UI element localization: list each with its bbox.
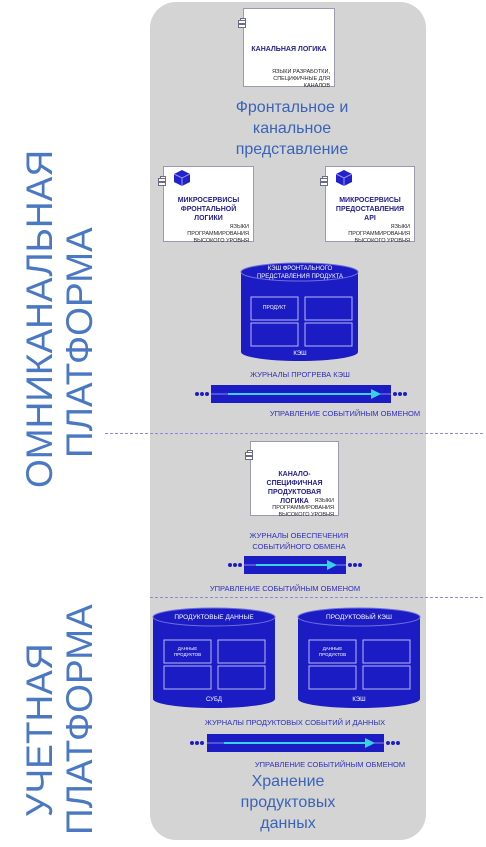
journal-label-1: ЖУРНАЛЫ ПРОГРЕВА КЭШ bbox=[250, 370, 350, 379]
cylinder-footer: СУБД bbox=[206, 697, 222, 703]
cube-icon bbox=[174, 170, 190, 186]
cylinder-title: КЭШ ФРОНТАЛЬНОГО ПРЕДСТАВЛЕНИЯ ПРОДУКТА bbox=[256, 266, 344, 280]
component-icon bbox=[238, 18, 246, 28]
card-subtitle: ЯЗЫКИ ПРОГРАММИРОВАНИЯ ВЫСОКОГО УРОВНЯ bbox=[272, 498, 334, 518]
card-subtitle: ЯЗЫКИ РАЗРАБОТКИ, СПЕЦИФИЧНЫЕ ДЛЯ КАНАЛО… bbox=[272, 69, 330, 89]
cylinder-cell-label: ПРОДУКТ bbox=[262, 305, 287, 311]
channel-logic-card: КАНАЛЬНАЯ ЛОГИКА ЯЗЫКИ РАЗРАБОТКИ, СПЕЦИ… bbox=[238, 8, 335, 89]
event-bus-2 bbox=[228, 556, 362, 574]
event-bus-3 bbox=[190, 734, 400, 752]
card-title: МИКРОСЕРВИСЫ ПРЕДОСТАВЛЕНИЯ API bbox=[335, 197, 405, 222]
front-channel-heading: Фронтальное и канальное представление bbox=[235, 99, 349, 158]
component-icon bbox=[158, 176, 166, 186]
front-cache-cylinder bbox=[240, 262, 359, 361]
card-title: МИКРОСЕРВИСЫ ФРОНТАЛЬНОЙ ЛОГИКИ bbox=[177, 197, 240, 222]
platform-separator bbox=[105, 433, 483, 434]
cylinder-cell-label: ДАННЫЕ ПРОДУКТОВ bbox=[173, 646, 202, 657]
component-icon bbox=[245, 450, 253, 460]
event-exchange-label-3: УПРАВЛЕНИЕ СОБЫТИЙНЫМ ОБМЕНОМ bbox=[254, 760, 406, 769]
journal-label-3: ЖУРНАЛЫ ПРОДУКТОВЫХ СОБЫТИЙ И ДАННЫХ bbox=[204, 718, 386, 727]
cylinder-cell-label: ДАННЫЕ ПРОДУКТОВ bbox=[318, 646, 347, 657]
card-subtitle: ЯЗЫКИ ПРОГРАММИРОВАНИЯ ВЫСОКОГО УРОВНЯ bbox=[187, 224, 249, 244]
product-logic-card: КАНАЛО-СПЕЦИФИЧНАЯ ПРОДУКТОВАЯ ЛОГИКА ЯЗ… bbox=[245, 441, 339, 518]
journal-label-2-line1: ЖУРНАЛЫ ОБЕСПЕЧЕНИЯ bbox=[249, 531, 349, 540]
journal-label-2-line2: СОБЫТИЙНОГО ОБМЕНА bbox=[252, 542, 346, 551]
component-icon bbox=[320, 176, 328, 186]
product-storage-heading: Хранение продуктовых данных bbox=[240, 773, 336, 832]
cylinder-title: ПРОДУКТОВЫЕ ДАННЫЕ bbox=[174, 614, 254, 621]
products-cache-cylinder bbox=[297, 607, 421, 708]
card-subtitle: ЯЗЫКИ ПРОГРАММИРОВАНИЯ ВЫСОКОГО УРОВНЯ bbox=[348, 224, 410, 244]
cylinder-footer: КЭШ bbox=[352, 697, 366, 703]
cube-icon bbox=[336, 170, 352, 186]
frontend-microservices-card: МИКРОСЕРВИСЫ ФРОНТАЛЬНОЙ ЛОГИКИ ЯЗЫКИ ПР… bbox=[158, 166, 254, 244]
event-exchange-label-2: УПРАВЛЕНИЕ СОБЫТИЙНЫМ ОБМЕНОМ bbox=[209, 584, 361, 593]
event-bus-1 bbox=[195, 385, 407, 403]
card-title: КАНАЛЬНАЯ ЛОГИКА bbox=[251, 46, 327, 53]
cylinder-footer: КЭШ bbox=[293, 351, 307, 357]
api-microservices-card: МИКРОСЕРВИСЫ ПРЕДОСТАВЛЕНИЯ API ЯЗЫКИ ПР… bbox=[320, 166, 415, 244]
event-exchange-label-1: УПРАВЛЕНИЕ СОБЫТИЙНЫМ ОБМЕНОМ bbox=[269, 409, 421, 418]
layer-separator bbox=[150, 597, 483, 598]
card-title: КАНАЛО-СПЕЦИФИЧНАЯ ПРОДУКТОВАЯ ЛОГИКА bbox=[266, 471, 323, 505]
products-db-cylinder bbox=[152, 607, 276, 708]
cylinder-title: ПРОДУКТОВЫЙ КЭШ bbox=[326, 614, 392, 621]
